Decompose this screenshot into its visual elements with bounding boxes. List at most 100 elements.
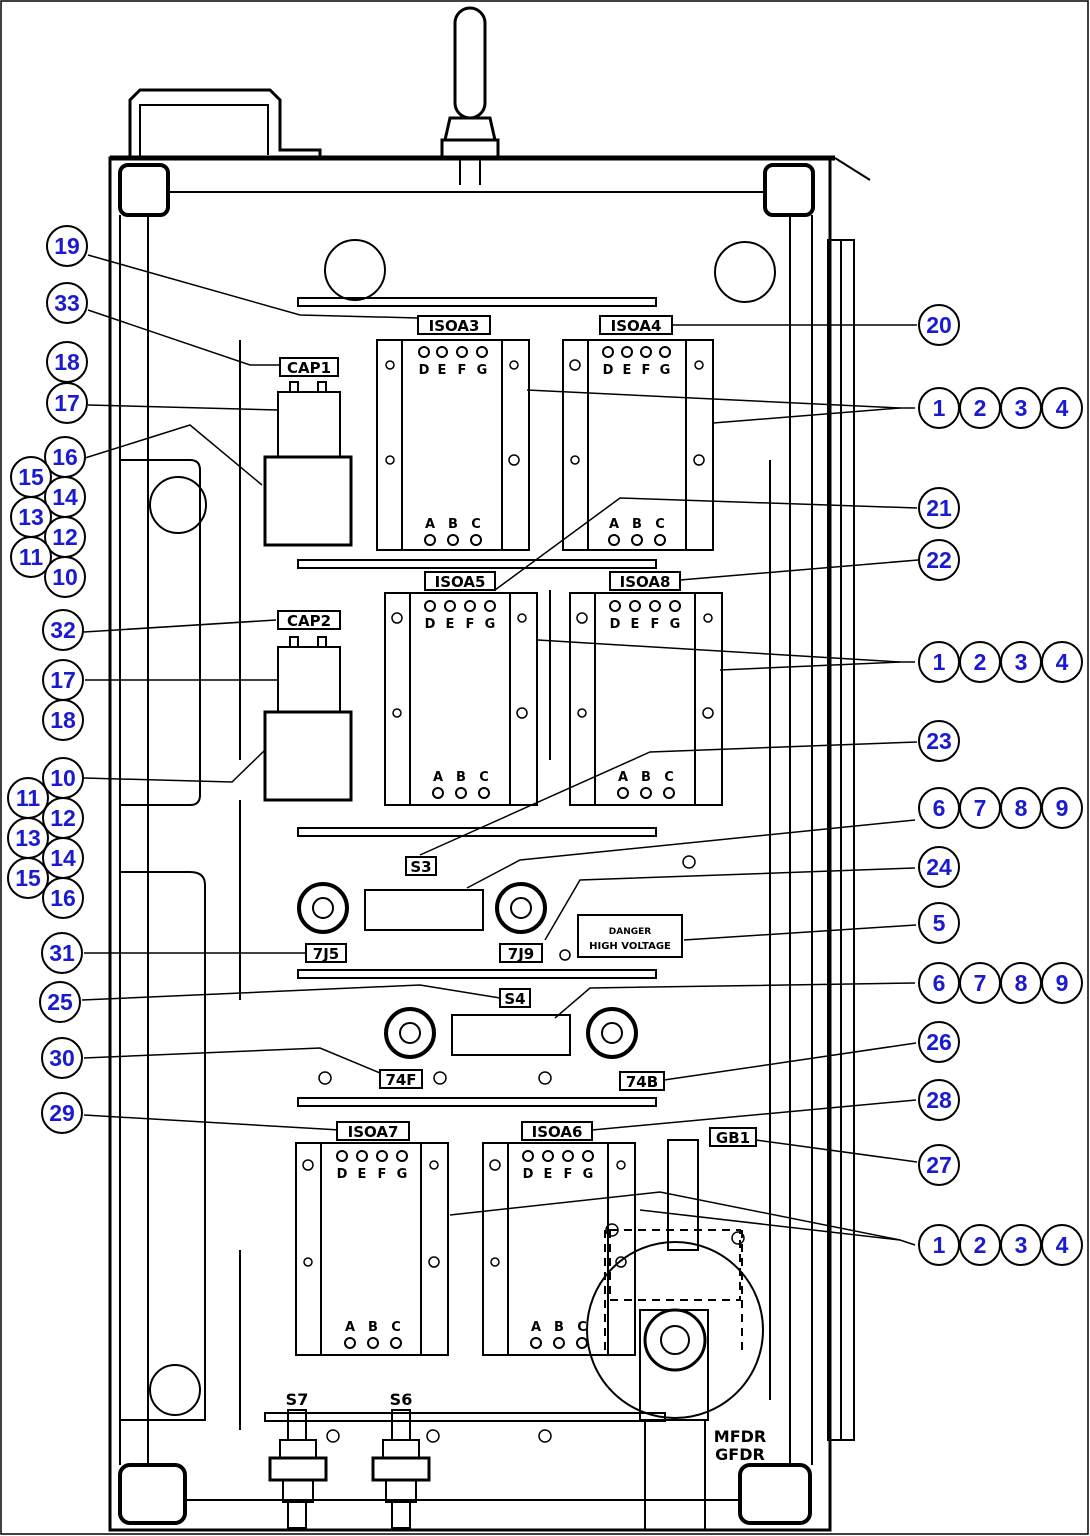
svg-text:1: 1 [933,1232,946,1258]
svg-text:8: 8 [1015,795,1028,821]
svg-text:D: D [425,617,436,632]
isoa4-module [562,339,714,551]
svg-text:31: 31 [49,940,75,966]
callout-26: 26 [918,1021,960,1063]
callout-14: 14 [44,476,86,518]
isoa5-module [384,592,538,806]
svg-text:6: 6 [933,795,946,821]
label-mfdr: MFDR [714,1427,766,1446]
label-cap1: CAP1 [287,359,331,377]
svg-text:26: 26 [926,1029,952,1055]
callout-31: 31 [41,932,83,974]
callout-30: 30 [41,1037,83,1079]
svg-text:3: 3 [1015,1232,1028,1258]
svg-text:8: 8 [1015,970,1028,996]
cap2-capacitor [263,636,353,802]
svg-text:E: E [438,363,447,378]
label-7j5: 7J5 [313,945,339,963]
callout-1: 1 [918,641,960,683]
label-gb1: GB1 [716,1129,750,1147]
leader-lines [81,254,919,1246]
label-isoa6: ISOA6 [532,1123,583,1141]
svg-text:18: 18 [50,707,76,733]
svg-text:D: D [337,1167,348,1182]
label-s4: S4 [504,990,525,1008]
svg-text:5: 5 [933,910,946,936]
label-s7: S7 [286,1390,309,1409]
callout-15: 15 [7,857,49,899]
svg-text:15: 15 [18,464,44,490]
callout-20: 20 [918,304,960,346]
svg-text:7: 7 [974,795,987,821]
svg-text:18: 18 [54,349,80,375]
callout-27: 27 [918,1144,960,1186]
label-isoa3: ISOA3 [429,317,480,335]
svg-text:9: 9 [1056,795,1069,821]
isoa6-module [482,1142,636,1356]
callout-10: 10 [42,757,84,799]
cap1-capacitor [263,381,353,547]
svg-text:10: 10 [50,765,76,791]
callout-17: 17 [46,382,88,424]
svg-text:27: 27 [926,1152,952,1178]
warning-line-2: HIGH VOLTAGE [589,941,671,952]
svg-text:D: D [523,1167,534,1182]
isoa7-module [295,1142,449,1356]
svg-text:B: B [632,517,642,532]
label-gfdr: GFDR [715,1445,765,1464]
callout-7: 7 [959,962,1001,1004]
callout-3: 3 [1000,387,1042,429]
svg-text:30: 30 [49,1045,75,1071]
svg-text:C: C [664,770,674,785]
svg-text:C: C [655,517,665,532]
label-74b: 74B [626,1073,658,1091]
callout-bubbles: 19 33 18 17 16 15 14 13 12 11 10 32 17 1… [7,225,1083,1266]
callout-23: 23 [918,720,960,762]
isoa3-module [376,339,530,551]
screws [302,359,745,1443]
svg-text:2: 2 [974,649,987,675]
svg-text:32: 32 [50,617,76,643]
svg-text:E: E [544,1167,553,1182]
component-labels: ISOA3 ISOA4 ISOA5 ISOA8 ISOA7 ISOA6 CAP1… [277,315,766,1464]
svg-text:F: F [458,363,467,378]
callout-4: 4 [1041,1224,1083,1266]
svg-text:C: C [577,1320,587,1335]
svg-text:12: 12 [52,524,78,550]
svg-text:1: 1 [933,395,946,421]
svg-text:4: 4 [1056,395,1069,421]
svg-text:A: A [345,1320,355,1335]
svg-text:E: E [631,617,640,632]
callout-15: 15 [10,456,52,498]
svg-text:F: F [651,617,660,632]
svg-text:F: F [466,617,475,632]
svg-text:9: 9 [1056,970,1069,996]
svg-text:A: A [609,517,619,532]
label-isoa7: ISOA7 [348,1123,399,1141]
svg-text:D: D [419,363,430,378]
callout-12: 12 [42,797,84,839]
gb1-motor [586,1139,764,1531]
svg-text:F: F [564,1167,573,1182]
svg-text:F: F [378,1167,387,1182]
callout-21: 21 [918,487,960,529]
svg-text:B: B [456,770,466,785]
label-74f: 74F [385,1071,416,1089]
svg-text:C: C [479,770,489,785]
callout-9: 9 [1041,962,1083,1004]
svg-text:G: G [485,617,496,632]
callout-13: 13 [10,496,52,538]
svg-text:B: B [448,517,458,532]
callout-5: 5 [918,902,960,944]
svg-text:A: A [425,517,435,532]
svg-text:24: 24 [926,854,952,880]
callout-6: 6 [918,787,960,829]
callout-8: 8 [1000,962,1042,1004]
svg-text:10: 10 [52,564,78,590]
svg-text:D: D [603,363,614,378]
svg-text:11: 11 [16,785,41,811]
svg-text:33: 33 [54,290,80,316]
svg-text:A: A [618,770,628,785]
